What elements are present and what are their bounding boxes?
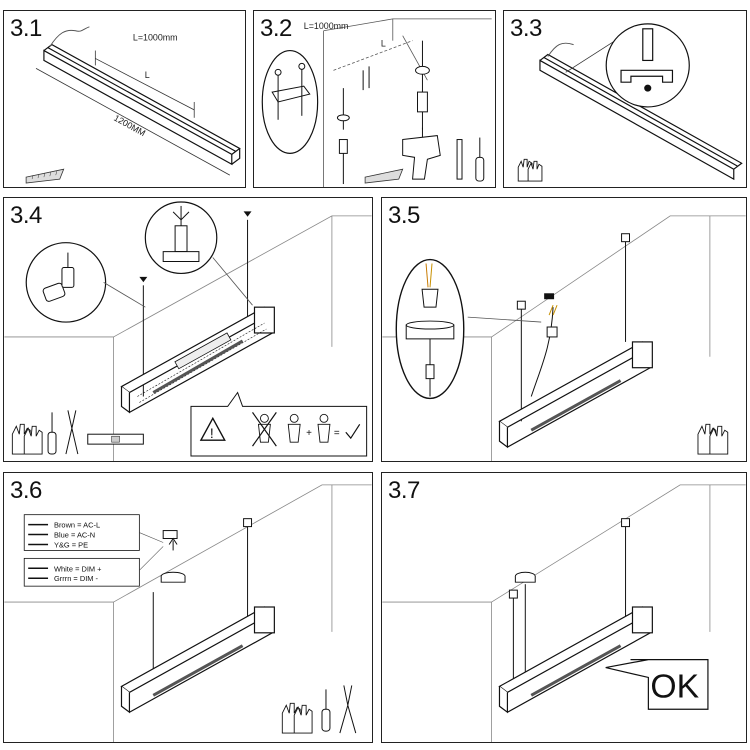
svg-text:+: + bbox=[306, 428, 312, 439]
luminaire bbox=[120, 306, 275, 414]
step-3-4-number: 3.4 bbox=[10, 202, 42, 229]
step-3-1-illustration: L=1000mm L 1200MM bbox=[25, 26, 241, 184]
step-3-5-number: 3.5 bbox=[388, 202, 420, 229]
person-icon bbox=[317, 413, 331, 443]
panel-step-3-3: 3.3 bbox=[503, 10, 747, 188]
gloves-icon bbox=[11, 423, 43, 455]
step-3-2-illustration: L=1000mm L bbox=[261, 18, 492, 187]
step-3-2-length-label: L=1000mm bbox=[304, 21, 349, 31]
gloves-icon bbox=[517, 158, 543, 182]
clip-detail-magnifier bbox=[605, 23, 690, 108]
step-3-4-illustration: ! + = bbox=[4, 201, 372, 461]
step-3-5-illustration bbox=[382, 215, 746, 461]
step-3-2-number: 3.2 bbox=[260, 15, 292, 42]
panel-step-3-6: Brown = AC-L Blue = AC-N Y&G = PE White … bbox=[3, 472, 373, 743]
wiring-ac-line-1: Brown = AC-L bbox=[54, 521, 100, 530]
person-icon bbox=[287, 413, 301, 443]
svg-text:=: = bbox=[334, 428, 340, 439]
detail-magnifier bbox=[261, 49, 319, 154]
ok-callout: OK bbox=[605, 659, 709, 710]
svg-text:!: ! bbox=[210, 425, 214, 441]
person-icon bbox=[252, 412, 277, 447]
luminaire bbox=[498, 606, 653, 714]
step-3-7-number: 3.7 bbox=[388, 477, 420, 504]
terminal-block-icon bbox=[162, 530, 178, 540]
step-3-7-illustration: OK bbox=[382, 484, 746, 742]
spirit-level-icon bbox=[87, 433, 144, 445]
panel-step-3-4: ! + = bbox=[3, 197, 373, 462]
wiring-ac-line-2: Blue = AC-N bbox=[54, 531, 95, 540]
wiring-ac-line-3: Y&G = PE bbox=[54, 540, 88, 549]
tape-measure-icon bbox=[364, 168, 404, 184]
screwdriver-icon bbox=[475, 137, 485, 182]
panel-step-3-7: OK 3.7 bbox=[381, 472, 747, 743]
step-3-6-illustration: Brown = AC-L Blue = AC-N Y&G = PE White … bbox=[4, 484, 372, 742]
step-3-3-number: 3.3 bbox=[510, 15, 542, 42]
ok-label: OK bbox=[650, 667, 699, 705]
tape-measure-icon bbox=[25, 168, 65, 184]
pliers-icon bbox=[339, 685, 357, 734]
step-3-6-number: 3.6 bbox=[10, 477, 42, 504]
wiring-dim-line-2: Grrrn = DIM - bbox=[54, 574, 99, 583]
step-3-2-l-marker: L bbox=[381, 39, 386, 49]
step-3-1-length-label: L=1000mm bbox=[133, 33, 178, 43]
step-3-1-l-marker: L bbox=[145, 70, 150, 80]
luminaire bbox=[120, 606, 275, 714]
luminaire bbox=[498, 341, 653, 449]
drill-bit-icon bbox=[456, 139, 463, 180]
ac-wiring-legend bbox=[23, 514, 140, 551]
pliers-icon bbox=[65, 410, 79, 455]
wiring-dim-line-1: White = DIM + bbox=[54, 564, 102, 573]
screwdriver-icon bbox=[47, 412, 57, 455]
panel-step-3-5: 3.5 bbox=[381, 197, 747, 462]
warning-callout: ! + = bbox=[190, 391, 368, 457]
step-3-1-number: 3.1 bbox=[10, 15, 42, 42]
panel-step-3-2: L=1000mm L bbox=[253, 10, 496, 188]
step-3-1-total-length: 1200MM bbox=[112, 113, 147, 138]
gloves-icon bbox=[281, 702, 313, 734]
drill-icon bbox=[402, 127, 441, 180]
dim-wiring-legend bbox=[23, 557, 140, 587]
screwdriver-icon bbox=[321, 689, 331, 732]
warning-triangle-icon bbox=[199, 416, 226, 441]
step-3-3-illustration bbox=[517, 23, 743, 182]
gloves-icon bbox=[697, 423, 729, 455]
panel-step-3-1: L=1000mm L 1200MM 3.1 bbox=[3, 10, 246, 188]
checkmark-icon bbox=[345, 423, 361, 440]
